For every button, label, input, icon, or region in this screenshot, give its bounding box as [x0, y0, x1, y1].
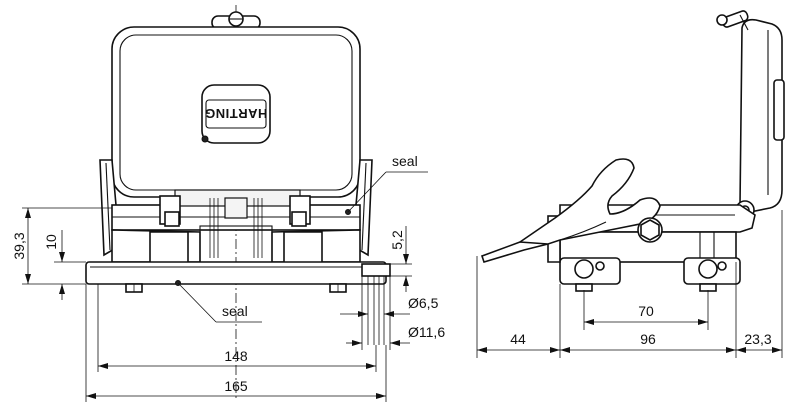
dim-inner-width-text: 148 [224, 348, 248, 364]
dim-base-height-text: 10 [43, 234, 59, 250]
callout-seal-upper-text: seal [392, 153, 418, 169]
dim-hole-large: Ø11,6 [346, 276, 445, 350]
side-view [476, 10, 785, 358]
side-cover [716, 10, 785, 213]
dim-hole-small-text: Ø6,5 [408, 295, 439, 311]
callout-seal-upper: seal [347, 153, 428, 213]
dim-cover-overhang-text: 23,3 [744, 331, 771, 347]
locking-lever [480, 158, 663, 263]
dim-hole-pitch: 70 [584, 303, 708, 325]
dim-hole-large-text: Ø11,6 [408, 324, 445, 340]
dim-lever-overhang: 44 [477, 331, 560, 353]
callout-seal-lower-text: seal [222, 303, 248, 319]
harting-logo-text: HARTING [205, 106, 268, 121]
side-housing-lower [559, 231, 741, 292]
dim-overall-height: 39,3 [11, 207, 112, 285]
dim-cover-overhang: 23,3 [736, 331, 782, 353]
dim-outer-width: 165 [85, 284, 387, 402]
dim-base-height: 10 [43, 230, 86, 300]
callout-seal-lower: seal [177, 282, 262, 323]
dim-base-length-text: 96 [640, 331, 656, 347]
cover-latch-knob [211, 11, 261, 30]
dim-seal-offset: 5,2 [389, 226, 412, 292]
harting-logo: HARTING [201, 84, 271, 144]
dim-lever-overhang-text: 44 [510, 331, 526, 347]
dim-hole-small: Ø6,5 [340, 295, 439, 317]
mounting-hole-section [361, 263, 391, 345]
dim-hole-pitch-text: 70 [638, 303, 654, 319]
dim-seal-offset-text: 5,2 [389, 230, 405, 250]
dim-inner-width: 148 [97, 284, 377, 372]
dim-outer-width-text: 165 [224, 378, 248, 394]
dim-overall-height-text: 39,3 [11, 232, 27, 259]
logo-dot [201, 135, 209, 143]
housing-body [111, 189, 361, 258]
dim-base-length: 96 [560, 331, 736, 353]
front-view: HARTING [85, 5, 391, 400]
base-flange [85, 261, 387, 293]
